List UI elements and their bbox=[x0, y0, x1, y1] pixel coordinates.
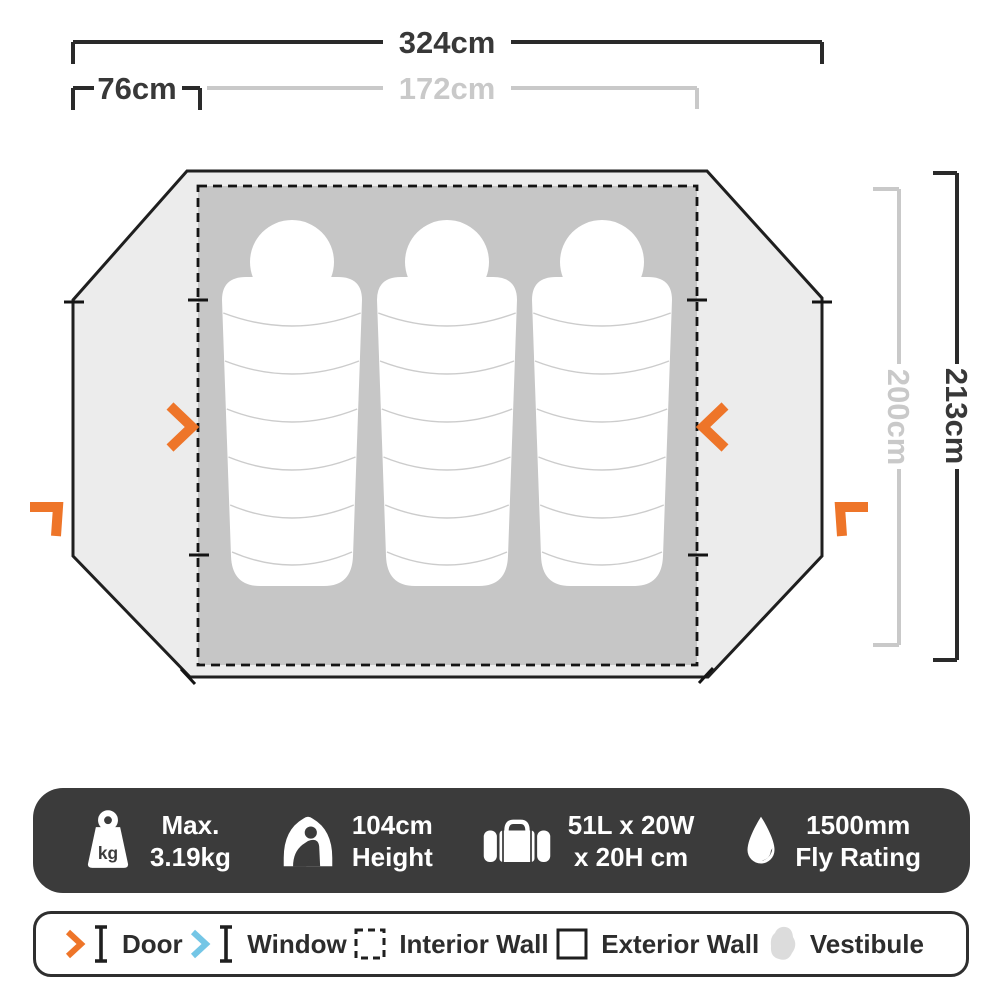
window-wall-mark-icon bbox=[220, 925, 233, 963]
wall-tick-marks bbox=[64, 298, 832, 686]
interior-wall-icon bbox=[354, 928, 386, 960]
spec-fly-line2: Fly Rating bbox=[795, 841, 922, 872]
legend-exterior-wall-label: Exterior Wall bbox=[601, 928, 760, 959]
legend-item-door: Door bbox=[64, 924, 183, 964]
legend-window-label: Window bbox=[247, 928, 347, 959]
legend-item-interior-wall: Interior Wall bbox=[353, 927, 549, 961]
total-width-label: 324cm bbox=[399, 25, 496, 60]
tent-floorplan-diagram: 324cm 76cm 172cm bbox=[30, 25, 977, 686]
weight-unit-label: kg bbox=[98, 843, 118, 863]
spec-height-line2: Height bbox=[351, 841, 433, 872]
window-icon bbox=[191, 929, 211, 959]
legend-item-vestibule: Vestibule bbox=[766, 925, 924, 963]
fly-rating-icon bbox=[747, 816, 775, 863]
exterior-wall-icon bbox=[556, 928, 588, 960]
spec-packed-line1: 51L x 20W bbox=[567, 809, 695, 840]
dimension-total-depth: 213cm bbox=[933, 171, 977, 662]
total-depth-label: 213cm bbox=[939, 368, 974, 465]
legend-door-label: Door bbox=[122, 928, 183, 959]
spec-item-packed-size: 51L x 20W x 20H cm bbox=[482, 809, 695, 873]
spec-weight-line1: Max. bbox=[161, 809, 220, 840]
spec-weight-line2: 3.19kg bbox=[149, 841, 231, 872]
dimension-interior-depth: 200cm bbox=[873, 187, 919, 647]
sleeping-bag-2 bbox=[377, 220, 517, 586]
door-icon bbox=[65, 929, 86, 959]
spec-item-weight: kg Max. 3.19kg bbox=[82, 809, 231, 873]
vestibule-icon bbox=[770, 926, 796, 960]
interior-width-label: 172cm bbox=[399, 71, 496, 106]
weight-icon: kg bbox=[87, 809, 128, 868]
legend-item-window: Window bbox=[189, 924, 347, 964]
dimension-total-width: 324cm bbox=[71, 25, 824, 64]
height-icon bbox=[283, 816, 333, 866]
legend-item-exterior-wall: Exterior Wall bbox=[555, 927, 759, 961]
dimension-interior-width: 172cm bbox=[207, 71, 699, 109]
door-marker-right-exterior bbox=[834, 502, 868, 537]
spec-bar: kg Max. 3.19kg 104cm Height bbox=[33, 788, 970, 893]
sleeping-bag-1 bbox=[222, 220, 362, 586]
door-wall-mark-icon bbox=[95, 925, 107, 963]
spec-fly-line1: 1500mm bbox=[806, 809, 911, 840]
legend: Door Window Interior Wall Exter bbox=[33, 911, 969, 977]
spec-item-height: 104cm Height bbox=[280, 809, 433, 873]
spec-packed-line2: x 20H cm bbox=[573, 841, 689, 872]
legend-vestibule-label: Vestibule bbox=[809, 928, 924, 959]
door-marker-left-exterior bbox=[30, 502, 64, 537]
dimension-vestibule-depth: 76cm bbox=[71, 71, 202, 110]
spec-height-line1: 104cm bbox=[351, 809, 433, 840]
door-marker-left-interior bbox=[166, 402, 200, 452]
packed-size-icon bbox=[483, 819, 550, 864]
legend-interior-wall-label: Interior Wall bbox=[399, 928, 549, 959]
door-marker-right-interior bbox=[695, 402, 729, 452]
spec-item-fly-rating: 1500mm Fly Rating bbox=[743, 809, 921, 873]
interior-depth-label: 200cm bbox=[881, 369, 916, 466]
vestibule-depth-label: 76cm bbox=[97, 71, 176, 106]
sleeping-bag-3 bbox=[532, 220, 672, 586]
